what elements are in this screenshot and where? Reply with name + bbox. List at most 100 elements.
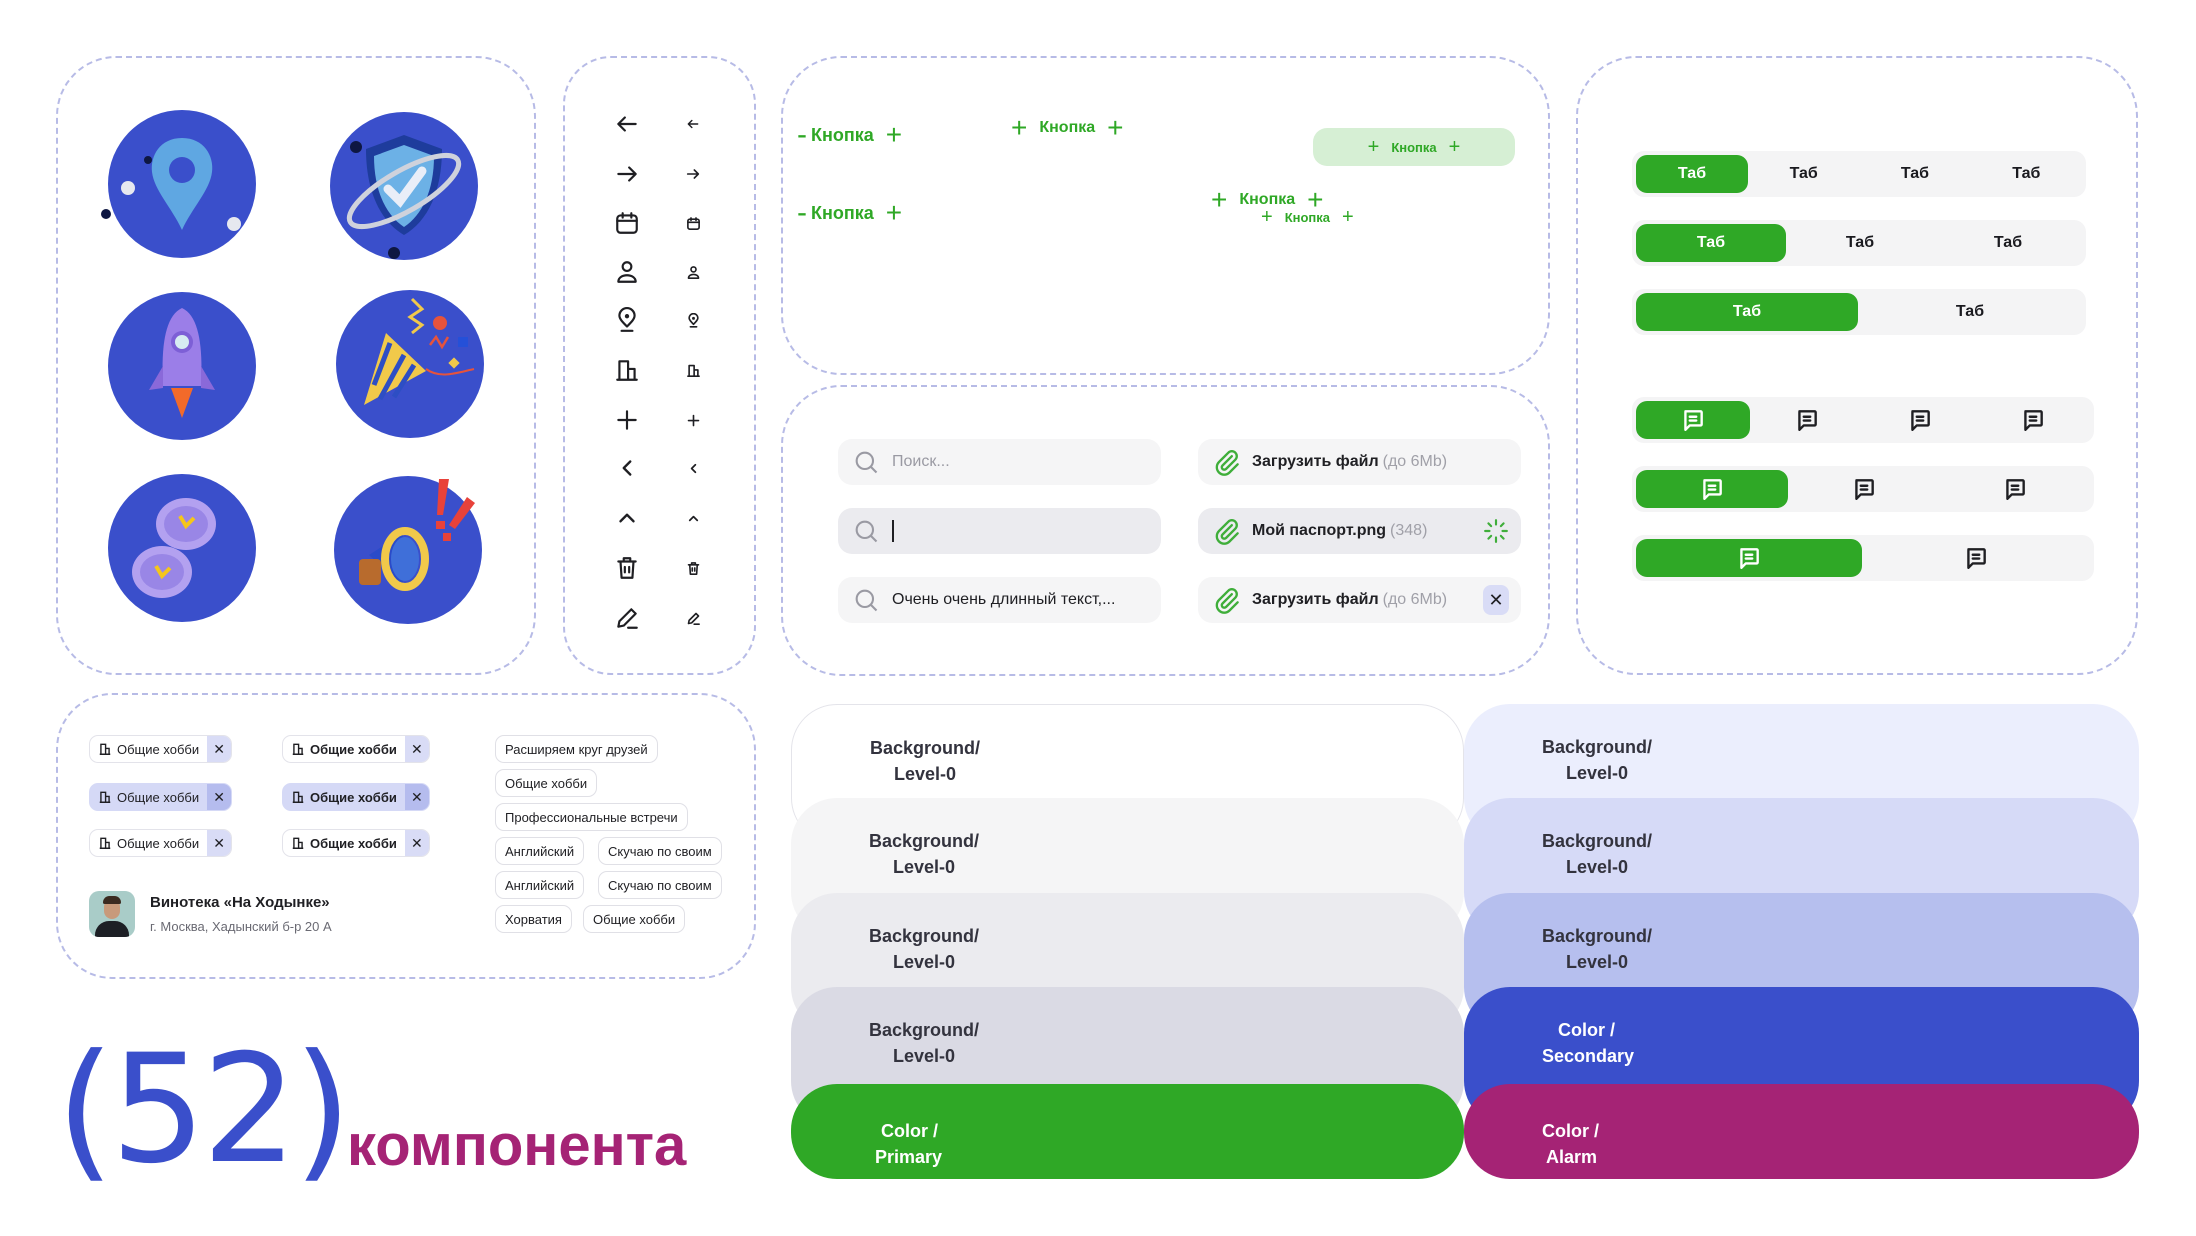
tab-1[interactable]: Таб: [1636, 155, 1748, 193]
plus-icon: +: [1011, 112, 1028, 143]
remove-chip-button[interactable]: ✕: [404, 784, 429, 810]
icons-panel: [563, 56, 756, 675]
tag[interactable]: Скучаю по своим: [598, 871, 722, 899]
building-icon: [99, 837, 111, 849]
chip-selected[interactable]: Общие хобби ✕: [89, 783, 233, 811]
tab-1[interactable]: Таб: [1636, 293, 1858, 331]
icon-tabbar-4: [1632, 397, 2094, 443]
icon-tab-1[interactable]: [1636, 401, 1750, 439]
icon-tab-3[interactable]: [1863, 401, 1976, 439]
chip-regular[interactable]: Общие хобби ✕: [89, 735, 233, 763]
search-icon: [855, 520, 878, 543]
megaphone-icon: [359, 479, 475, 591]
search-icon: [855, 451, 878, 474]
text-button-medium[interactable]: + Кнопка +: [1211, 184, 1324, 215]
icon-tab-3[interactable]: [1939, 470, 2090, 508]
message-icon: [2024, 410, 2044, 431]
tab-3[interactable]: Таб: [1993, 234, 2023, 251]
icon-tab-1[interactable]: [1636, 539, 1862, 577]
message-icon: [1967, 548, 1986, 569]
rocket-icon: [149, 308, 215, 418]
tag[interactable]: Общие хобби: [583, 905, 686, 933]
inputs-panel: Поиск... Очень очень длинный текст,... З…: [781, 385, 1550, 676]
trash-small-icon: [683, 558, 703, 578]
filled-light-button[interactable]: + Кнопка +: [1313, 128, 1515, 166]
search-input-filled[interactable]: Очень очень длинный текст,...: [838, 577, 1161, 623]
plus-icon: +: [1448, 135, 1461, 158]
tag[interactable]: Расширяем круг друзей: [495, 735, 658, 763]
calendar-icon: [613, 209, 641, 237]
tag[interactable]: Хорватия: [495, 905, 572, 933]
plus-icon: +: [1307, 184, 1324, 215]
icon-tab-1[interactable]: [1636, 470, 1788, 508]
remove-chip-button[interactable]: ✕: [207, 784, 232, 810]
place-card[interactable]: Винотека «На Ходынке» г. Москва, Хадынск…: [89, 891, 332, 937]
search-input-empty[interactable]: Поиск...: [838, 439, 1161, 485]
message-icon: [1797, 410, 1817, 431]
icon-tab-4[interactable]: [1977, 401, 2090, 439]
shield-check-illustration: [330, 112, 478, 260]
remove-chip-button[interactable]: ✕: [207, 830, 232, 856]
user-icon: [613, 258, 641, 286]
icon-tab-2[interactable]: [1862, 539, 2090, 577]
chip-bold-selected[interactable]: Общие хобби ✕: [282, 783, 430, 811]
pencil-small-icon: [683, 608, 703, 628]
trash-icon: [613, 554, 641, 582]
chips-panel: Общие хобби ✕ Общие хобби ✕ Общие хобби …: [56, 693, 756, 979]
map-pin-small-icon: [683, 310, 703, 330]
party-popper-illustration: [336, 290, 484, 438]
building-icon: [613, 356, 641, 384]
tag[interactable]: Общие хобби: [495, 769, 598, 797]
chip-bold[interactable]: Общие хобби ✕: [282, 829, 430, 857]
clear-file-button[interactable]: ✕: [1483, 585, 1509, 615]
tab-2[interactable]: Таб: [1955, 303, 1985, 320]
message-icon: [2005, 479, 2025, 500]
tag[interactable]: Английский: [495, 871, 585, 899]
tab-3[interactable]: Таб: [1900, 165, 1930, 182]
upload-file-button[interactable]: Загрузить файл (до 6Mb): [1198, 439, 1521, 485]
tab-2[interactable]: Таб: [1845, 234, 1875, 251]
component-count: (52): [56, 1023, 352, 1197]
tag[interactable]: Английский: [495, 837, 585, 865]
shield-check-icon: [346, 135, 462, 259]
remove-chip-button[interactable]: ✕: [207, 736, 232, 762]
tabbar-3: Таб Таб Таб: [1632, 220, 2086, 266]
arrow-left-icon: [613, 110, 641, 138]
buttons-panel: ‑ Кнопка + ‑ Кнопка + + Кнопка + + Кнопк…: [781, 56, 1550, 375]
tab-2[interactable]: Таб: [1789, 165, 1818, 182]
plus-icon: +: [1211, 184, 1228, 215]
user-small-icon: [683, 262, 703, 282]
building-icon: [99, 791, 111, 803]
chevron-left-icon: [613, 454, 641, 482]
tab-4[interactable]: Таб: [2012, 165, 2041, 182]
plus-icon: +: [1342, 206, 1354, 228]
upload-file-loading[interactable]: Мой паспорт.png (348): [1198, 508, 1521, 554]
arrow-right-icon: [613, 160, 641, 188]
illustrations-panel: [56, 56, 536, 675]
pencil-icon: [613, 604, 641, 632]
remove-chip-button[interactable]: ✕: [404, 736, 429, 762]
plus-icon: ‑: [797, 118, 807, 151]
building-icon: [292, 743, 304, 755]
calendar-small-icon: [683, 213, 703, 233]
tab-1[interactable]: Таб: [1636, 224, 1786, 262]
remove-chip-button[interactable]: ✕: [404, 830, 429, 856]
icon-tab-2[interactable]: [1750, 401, 1863, 439]
text-button-trailing-plus[interactable]: ‑ Кнопка +: [797, 118, 903, 151]
avatar: [89, 891, 135, 937]
upload-file-with-clear[interactable]: Загрузить файл (до 6Mb) ✕: [1198, 577, 1521, 623]
tag[interactable]: Скучаю по своим: [598, 837, 722, 865]
search-input-focused[interactable]: [838, 508, 1161, 554]
text-button-both-plus[interactable]: + Кнопка +: [1011, 112, 1124, 143]
text-button-small[interactable]: + Кнопка +: [1261, 206, 1354, 228]
chip-regular[interactable]: Общие хобби ✕: [89, 829, 233, 857]
chip-bold[interactable]: Общие хобби ✕: [282, 735, 430, 763]
icon-tab-2[interactable]: [1788, 470, 1939, 508]
message-icon: [1854, 479, 1874, 500]
text-button-trailing-plus-2[interactable]: ‑ Кнопка +: [797, 196, 903, 229]
swatch-alarm: Color /Alarm: [1464, 1084, 2139, 1179]
loading-spinner-icon: [1484, 519, 1508, 543]
plus-icon: +: [885, 119, 903, 150]
tag[interactable]: Профессиональные встречи: [495, 803, 688, 831]
chevron-up-small-icon: [683, 508, 703, 528]
